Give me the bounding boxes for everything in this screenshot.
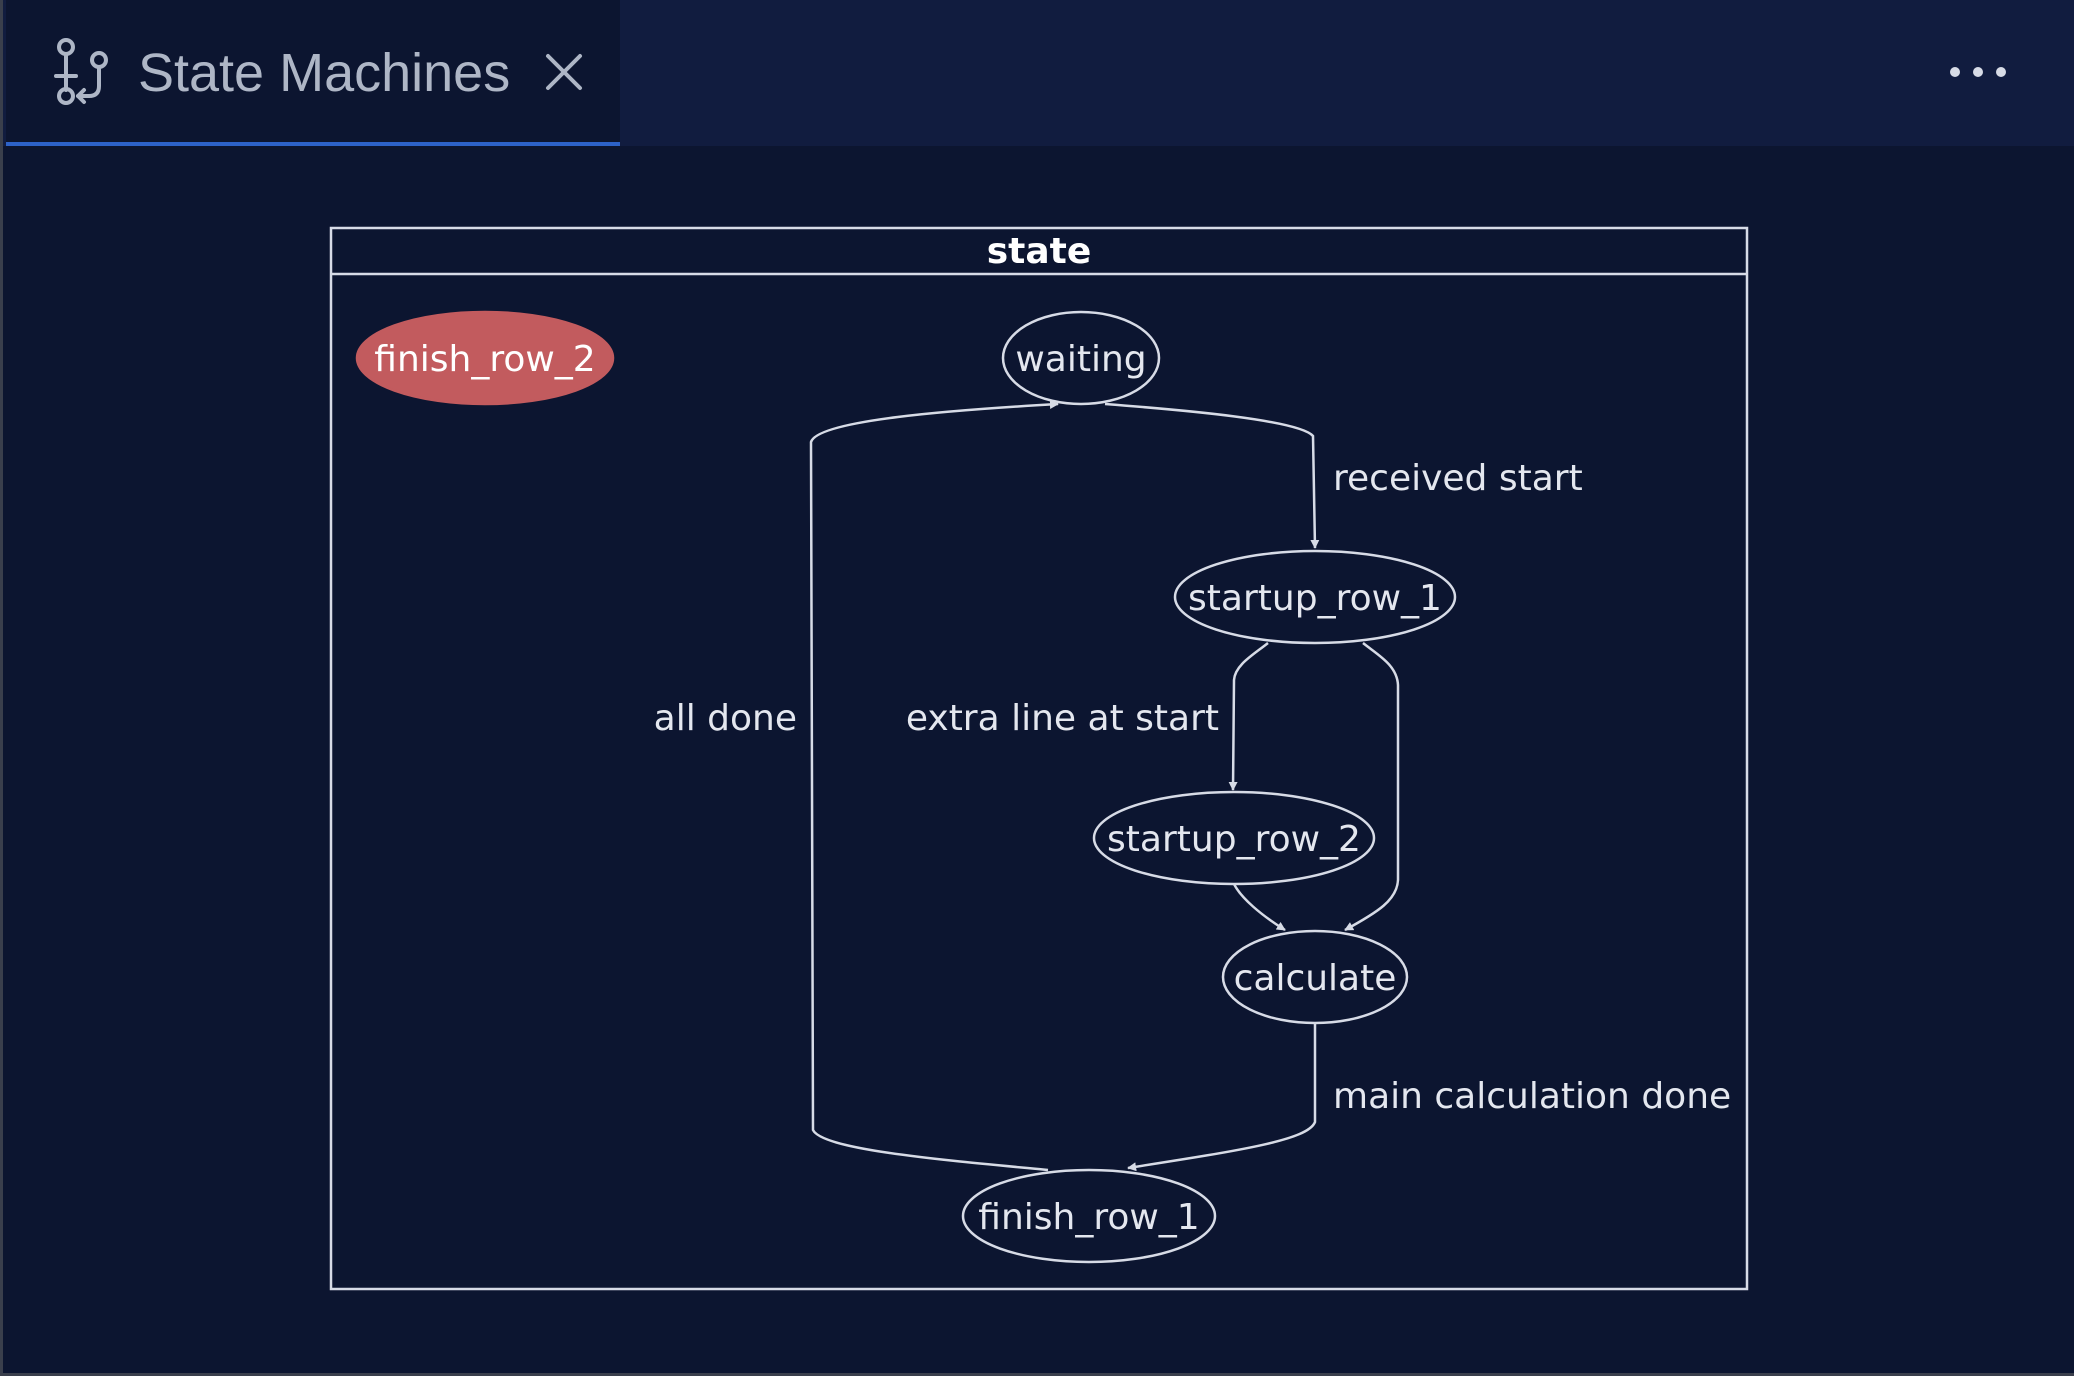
close-icon[interactable] xyxy=(542,50,586,94)
tab-bar: State Machines xyxy=(3,0,2074,146)
svg-text:startup_row_2: startup_row_2 xyxy=(1107,819,1361,860)
edge-label-extra-line-at-start: extra line at start xyxy=(906,698,1219,739)
svg-text:startup_row_1: startup_row_1 xyxy=(1188,578,1442,619)
diagram-canvas: state received start extra line at start… xyxy=(3,146,2074,1373)
state-node-calculate[interactable]: calculate xyxy=(1221,929,1409,1025)
cluster-label: state xyxy=(987,231,1092,272)
state-node-finish-row-2[interactable]: finish_row_2 xyxy=(355,310,615,406)
edge-label-received-start: received start xyxy=(1333,458,1583,499)
state-diagram: state received start extra line at start… xyxy=(329,226,1749,1291)
edge-calculate-to-finish-row-1 xyxy=(1127,1022,1317,1172)
state-cluster xyxy=(329,226,1749,1291)
svg-text:calculate: calculate xyxy=(1234,958,1397,999)
edge-finish-row-1-to-waiting xyxy=(809,399,1059,1172)
svg-text:waiting: waiting xyxy=(1015,339,1146,380)
edge-startup-row-1-to-calculate xyxy=(1344,642,1400,932)
svg-text:finish_row_2: finish_row_2 xyxy=(374,339,595,380)
state-node-finish-row-1[interactable]: finish_row_1 xyxy=(961,1168,1217,1264)
edge-waiting-to-startup-row-1 xyxy=(1104,402,1320,549)
state-node-startup-row-1[interactable]: startup_row_1 xyxy=(1173,549,1457,645)
edge-label-all-done: all done xyxy=(654,698,797,739)
state-machine-icon xyxy=(54,38,108,105)
edge-startup-row-1-to-startup-row-2 xyxy=(1228,642,1269,791)
svg-text:finish_row_1: finish_row_1 xyxy=(978,1197,1199,1238)
tab-title: State Machines xyxy=(138,43,511,103)
edge-label-main-calculation-done: main calculation done xyxy=(1333,1076,1731,1117)
state-node-waiting[interactable]: waiting xyxy=(1001,310,1161,406)
tab-state-machines[interactable]: State Machines xyxy=(6,0,620,146)
edge-startup-row-2-to-calculate xyxy=(1232,883,1286,932)
more-actions-icon[interactable] xyxy=(1947,54,2009,90)
state-node-startup-row-2[interactable]: startup_row_2 xyxy=(1092,790,1376,886)
